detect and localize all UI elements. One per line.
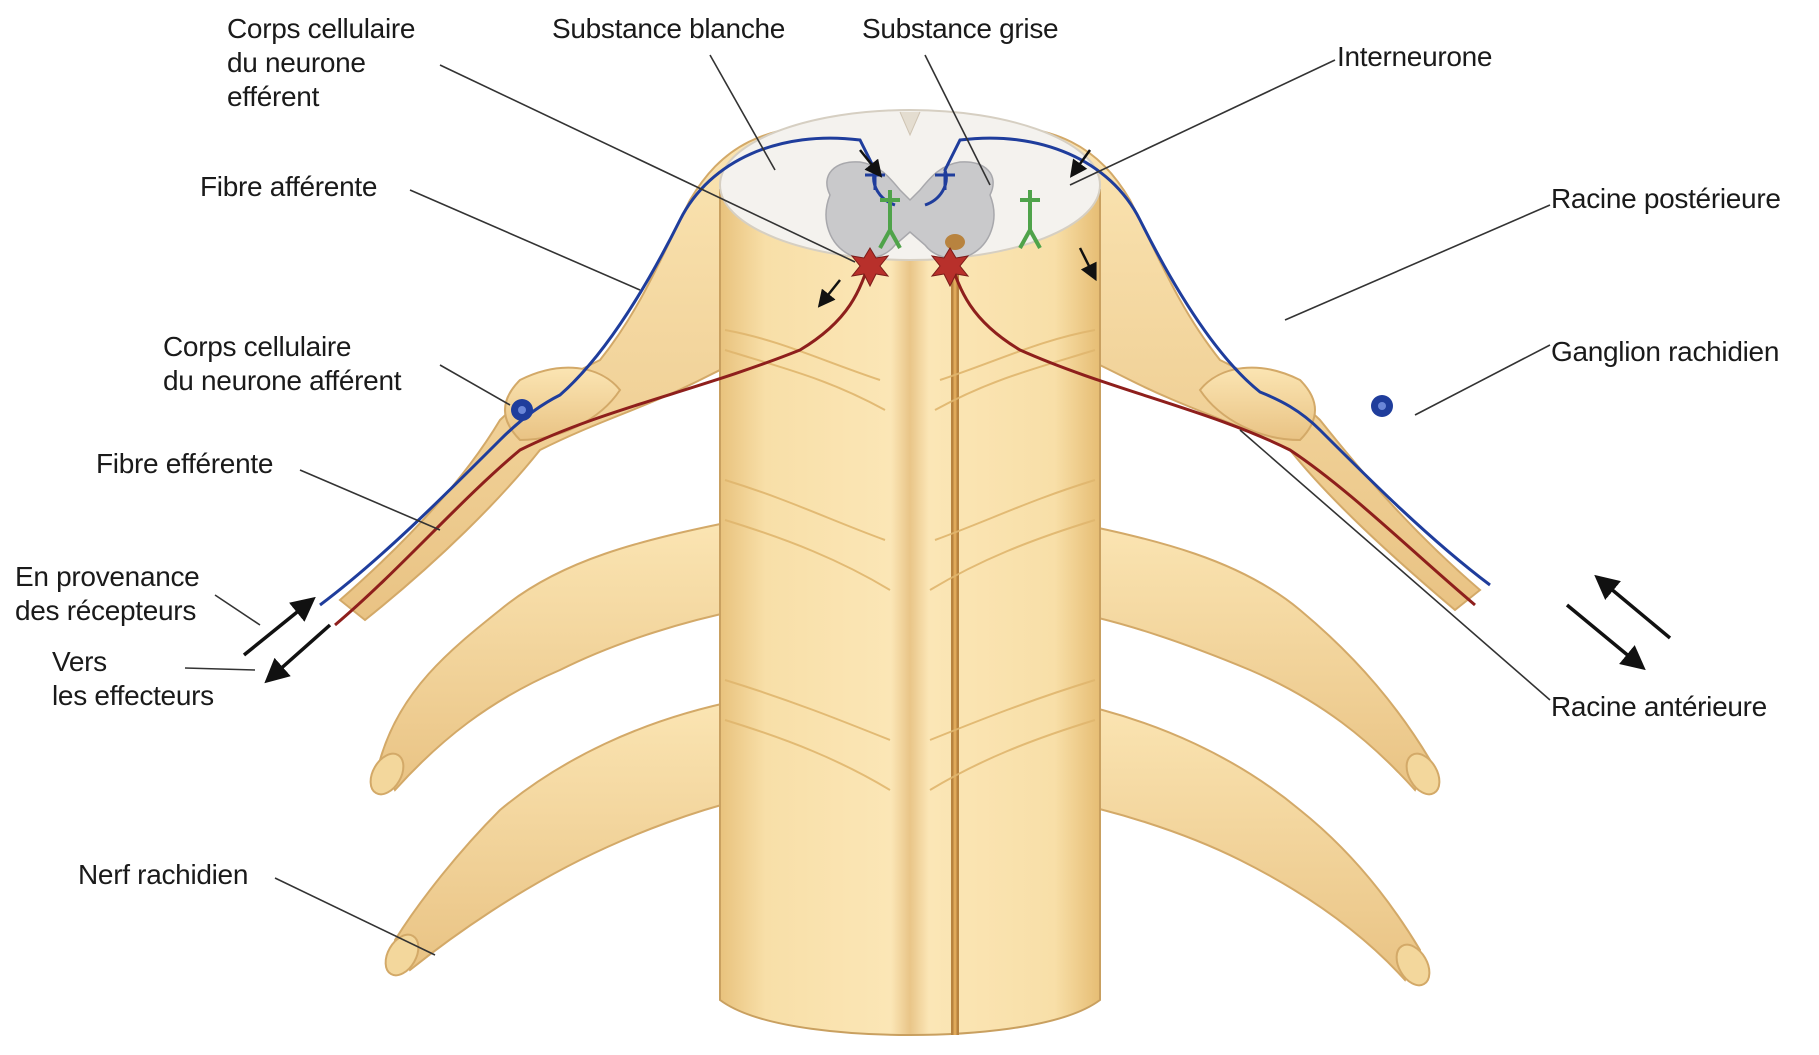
label-racine-posterieure: Racine postérieure: [1551, 182, 1781, 216]
label-racine-anterieure: Racine antérieure: [1551, 690, 1767, 724]
label-fibre-afferente: Fibre afférente: [200, 170, 377, 204]
label-corps-afferent: Corps cellulaire du neurone afférent: [163, 330, 401, 398]
label-interneurone: Interneurone: [1337, 40, 1492, 74]
label-vers-effecteurs-line1: Vers: [52, 645, 214, 679]
label-ganglion-rachidien: Ganglion rachidien: [1551, 335, 1779, 369]
label-corps-efferent-line1: Corps cellulaire: [227, 12, 415, 46]
label-corps-afferent-line2: du neurone afférent: [163, 364, 401, 398]
label-corps-efferent: Corps cellulaire du neurone efférent: [227, 12, 415, 114]
label-en-provenance-line2: des récepteurs: [15, 594, 199, 628]
label-fibre-efferente: Fibre efférente: [96, 447, 273, 481]
label-corps-afferent-line1: Corps cellulaire: [163, 330, 401, 364]
label-vers-effecteurs: Vers les effecteurs: [52, 645, 214, 713]
label-vers-effecteurs-line2: les effecteurs: [52, 679, 214, 713]
label-en-provenance: En provenance des récepteurs: [15, 560, 199, 628]
label-corps-efferent-line2: du neurone: [227, 46, 415, 80]
label-substance-blanche: Substance blanche: [552, 12, 785, 46]
spinal-cord: [720, 110, 1100, 1035]
label-substance-grise: Substance grise: [862, 12, 1058, 46]
label-corps-efferent-line3: efférent: [227, 80, 415, 114]
label-nerf-rachidien: Nerf rachidien: [78, 858, 248, 892]
label-en-provenance-line1: En provenance: [15, 560, 199, 594]
